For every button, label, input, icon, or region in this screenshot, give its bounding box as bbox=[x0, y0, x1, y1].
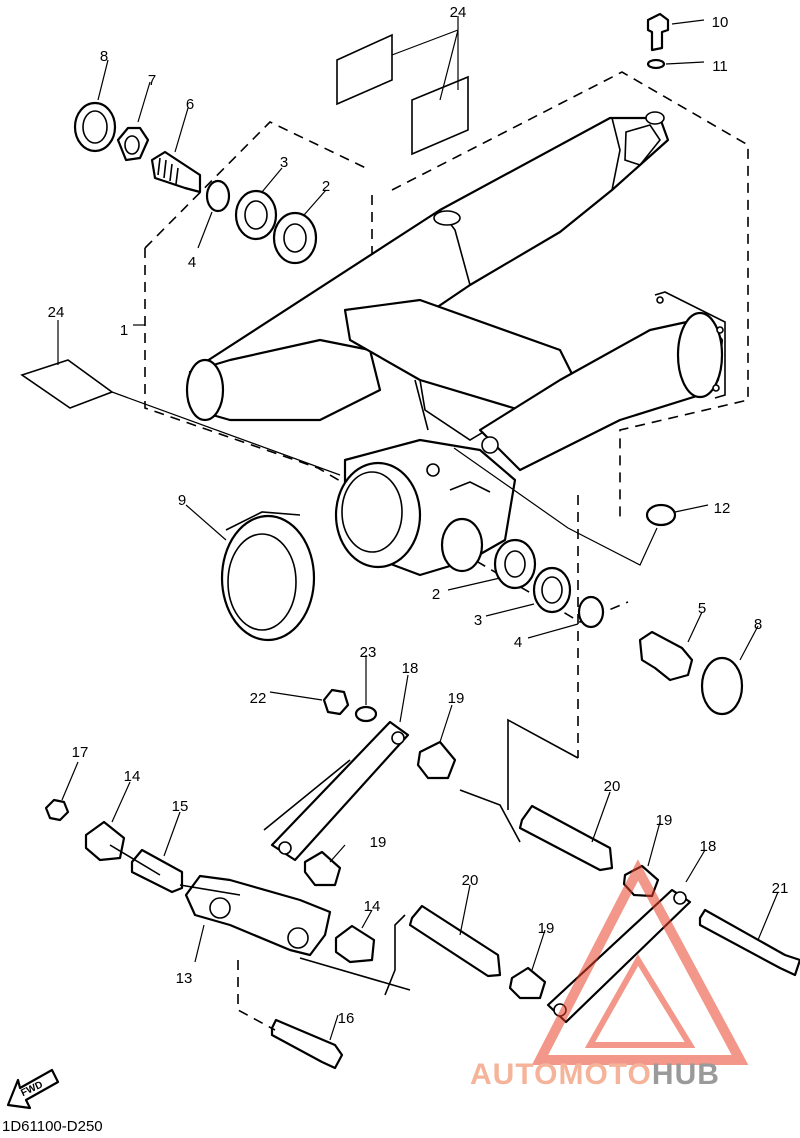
callout-21: 21 bbox=[772, 880, 789, 897]
callout-3: 3 bbox=[280, 154, 288, 171]
part-18-link-upper bbox=[270, 720, 410, 862]
callout-4: 4 bbox=[514, 634, 522, 651]
callout-18: 18 bbox=[402, 660, 419, 677]
callout-24: 24 bbox=[450, 4, 467, 21]
callout-23: 23 bbox=[360, 644, 377, 661]
part-4-collar-upper bbox=[205, 179, 231, 213]
part-4-collar-lower bbox=[577, 595, 605, 629]
callout-3: 3 bbox=[474, 612, 482, 629]
callout-13: 13 bbox=[176, 970, 193, 987]
part-16-bolt bbox=[270, 1018, 344, 1070]
pivot-parts-upper bbox=[73, 12, 677, 527]
rear-flange bbox=[676, 311, 724, 399]
callout-14: 14 bbox=[124, 768, 141, 785]
callout-19: 19 bbox=[656, 812, 673, 829]
callout-11: 11 bbox=[712, 58, 728, 75]
callout-14: 14 bbox=[364, 898, 381, 915]
callout-19: 19 bbox=[448, 690, 465, 707]
callout-2: 2 bbox=[432, 586, 440, 603]
callout-9: 9 bbox=[178, 492, 186, 509]
part-20-pipe-a bbox=[518, 804, 614, 872]
watermark-text: AUTOMOTOHUB bbox=[470, 1058, 720, 1092]
part-20-pipe-b bbox=[408, 904, 502, 978]
callout-1: 1 bbox=[120, 322, 128, 339]
fwd-arrow: FWD bbox=[6, 1068, 60, 1110]
callout-19: 19 bbox=[370, 834, 387, 851]
upper-mount-hole bbox=[645, 111, 665, 125]
part-8-cap-lower bbox=[700, 656, 744, 716]
part-19-collar-a bbox=[416, 740, 457, 780]
part-5-pivot-shaft bbox=[638, 630, 694, 682]
part-13-relay-arm bbox=[184, 874, 332, 957]
part-11-washer bbox=[646, 58, 666, 70]
drawing-reference-code: 1D61100-D250 bbox=[2, 1118, 103, 1135]
watermark-auto: AUTOMOTO bbox=[470, 1058, 652, 1091]
pivot-parts-right bbox=[220, 511, 744, 716]
callout-24: 24 bbox=[48, 304, 65, 321]
callout-6: 6 bbox=[186, 96, 194, 113]
pivot-tube-end bbox=[185, 358, 225, 422]
part-14-collar-b bbox=[334, 924, 376, 964]
callout-20: 20 bbox=[462, 872, 479, 889]
part-12-plug bbox=[645, 503, 677, 527]
callout-18: 18 bbox=[700, 838, 717, 855]
part-14-collar-a bbox=[84, 820, 126, 862]
part-22-nut bbox=[322, 688, 350, 716]
callout-12: 12 bbox=[714, 500, 731, 517]
watermark-hub: HUB bbox=[651, 1058, 720, 1091]
swing-arm bbox=[185, 111, 726, 577]
part-17-nut bbox=[44, 798, 70, 822]
callout-2: 2 bbox=[322, 178, 330, 195]
watermark-logo bbox=[531, 859, 749, 1065]
label-plates bbox=[20, 33, 469, 409]
callout-20: 20 bbox=[604, 778, 621, 795]
label-plate-left bbox=[20, 359, 114, 409]
part-19-collar-d bbox=[508, 966, 547, 1000]
callout-8: 8 bbox=[100, 48, 108, 65]
linkage-parts bbox=[44, 688, 800, 1070]
bearing-bore bbox=[440, 517, 484, 573]
callout-19: 19 bbox=[538, 920, 555, 937]
part-21-bolt bbox=[698, 908, 800, 977]
callout-15: 15 bbox=[172, 798, 189, 815]
callout-4: 4 bbox=[188, 254, 196, 271]
leader-lines bbox=[57, 16, 779, 1041]
callout-7: 7 bbox=[148, 72, 156, 89]
label-plate-upper bbox=[336, 33, 393, 106]
callout-8: 8 bbox=[754, 616, 762, 633]
part-15-pipe bbox=[130, 848, 184, 894]
part-10-bolt bbox=[646, 12, 670, 52]
callout-10: 10 bbox=[712, 14, 729, 31]
part-6-pivot-bolt bbox=[150, 150, 202, 194]
callout-17: 17 bbox=[72, 744, 89, 761]
callout-22: 22 bbox=[250, 690, 267, 707]
part-23-washer bbox=[354, 705, 378, 723]
callout-16: 16 bbox=[338, 1010, 355, 1027]
callout-5: 5 bbox=[698, 600, 706, 617]
arm-boss bbox=[433, 210, 461, 226]
label-plate-upper-2 bbox=[411, 75, 469, 156]
